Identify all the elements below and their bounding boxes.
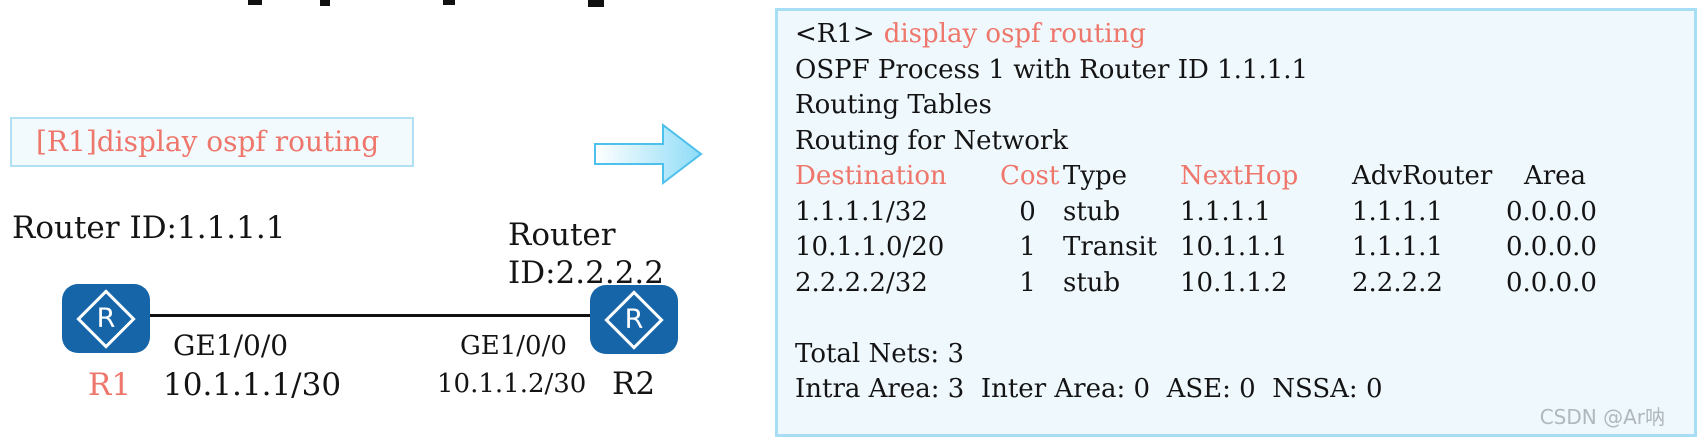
- route-table-row: 10.1.1.0/20 1 Transit 10.1.1.1 1.1.1.1 0…: [795, 230, 1694, 266]
- router2-id-line1: Router: [508, 217, 616, 253]
- cell-cost: 1: [1019, 232, 1036, 262]
- router2-ip-label: 10.1.1.2/30: [437, 369, 587, 399]
- cell-destination: 10.1.1.0/20: [795, 232, 945, 262]
- cell-destination: 1.1.1.1/32: [795, 196, 928, 227]
- area-summary-line: Intra Area: 3 Inter Area: 0 ASE: 0 NSSA:…: [795, 374, 1383, 404]
- terminal-command-line: <R1> display ospf routing: [795, 17, 1694, 53]
- route-table-header-row: Destination Cost Type NextHop AdvRouter …: [795, 159, 1694, 195]
- header-advrouter: AdvRouter: [1352, 161, 1493, 191]
- cell-advrouter: 2.2.2.2: [1352, 267, 1443, 298]
- clipped-text-fragment: [588, 0, 604, 7]
- cell-advrouter: 1.1.1.1: [1352, 196, 1443, 227]
- cell-nexthop: 10.1.1.1: [1180, 232, 1288, 262]
- cell-cost: 1: [1019, 267, 1036, 298]
- router2-id-label: Router ID:2.2.2.2: [508, 216, 664, 292]
- router1-ip-label: 10.1.1.1/30: [163, 367, 342, 403]
- command-callout-box: [R1]display ospf routing: [10, 117, 414, 167]
- router1-icon: R: [62, 284, 150, 353]
- csdn-watermark: CSDN @Ar呐: [1539, 405, 1665, 429]
- command-callout-label: [R1]display ospf routing: [36, 125, 380, 158]
- terminal-prompt: <R1>: [795, 19, 875, 49]
- cell-nexthop: 1.1.1.1: [1180, 196, 1271, 227]
- cell-type: stub: [1063, 267, 1121, 298]
- router2-interface-label: GE1/0/0: [460, 331, 567, 361]
- right-arrow-icon: [594, 122, 703, 186]
- cell-cost: 0: [1019, 196, 1036, 227]
- header-destination: Destination: [795, 161, 947, 191]
- route-table-row: 2.2.2.2/32 1 stub 10.1.1.2 2.2.2.2 0.0.0…: [795, 266, 1694, 302]
- link-line: [150, 314, 590, 317]
- cell-area: 0.0.0.0: [1506, 196, 1597, 227]
- blank-line: [795, 301, 1694, 337]
- router2-icon: R: [590, 285, 678, 354]
- router1-id-label: Router ID:1.1.1.1: [12, 210, 286, 246]
- router-letter: R: [96, 303, 116, 334]
- cell-type: Transit: [1063, 232, 1158, 262]
- cell-nexthop: 10.1.1.2: [1180, 267, 1288, 298]
- terminal-output-panel: <R1> display ospf routing OSPF Process 1 …: [775, 8, 1697, 437]
- cell-advrouter: 1.1.1.1: [1352, 232, 1443, 262]
- terminal-line: OSPF Process 1 with Router ID 1.1.1.1: [795, 54, 1309, 85]
- terminal-line: Routing Tables: [795, 90, 992, 120]
- router2-name-label: R2: [612, 366, 656, 402]
- cell-area: 0.0.0.0: [1506, 267, 1597, 298]
- header-nexthop: NextHop: [1180, 161, 1299, 191]
- header-area: Area: [1523, 161, 1587, 191]
- clipped-text-fragment: [248, 0, 262, 5]
- cell-type: stub: [1063, 196, 1121, 227]
- header-cost: Cost: [1000, 161, 1060, 191]
- cell-destination: 2.2.2.2/32: [795, 267, 928, 298]
- clipped-text-fragment: [443, 0, 455, 5]
- cell-area: 0.0.0.0: [1506, 232, 1597, 262]
- terminal-command: display ospf routing: [883, 19, 1146, 49]
- terminal-line: Routing for Network: [795, 125, 1069, 156]
- clipped-text-fragment: [320, 0, 330, 6]
- header-type: Type: [1063, 161, 1128, 191]
- router1-interface-label: GE1/0/0: [173, 329, 289, 362]
- total-nets-line: Total Nets: 3: [795, 338, 964, 369]
- router-letter: R: [624, 304, 644, 335]
- route-table-row: 1.1.1.1/32 0 stub 1.1.1.1 1.1.1.1 0.0.0.…: [795, 195, 1694, 231]
- router1-name-label: R1: [88, 367, 132, 403]
